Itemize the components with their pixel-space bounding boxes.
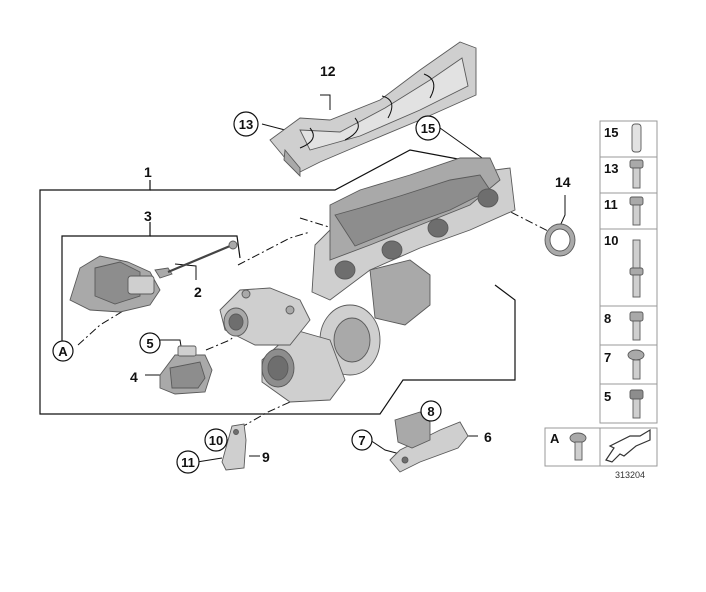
label-1: 1 [144,164,152,180]
wastegate-actuator-part[interactable] [69,255,173,313]
legend-label-7: 7 [604,350,611,365]
legend-label-15: 15 [604,125,618,140]
heat-shield-part[interactable] [269,41,477,178]
legend-label-8: 8 [604,311,611,326]
label-9: 9 [262,449,270,465]
fastener-legend: 15 13 11 10 8 7 5 [544,120,658,480]
label-3: 3 [144,208,152,224]
label-a-marker: A [58,344,68,359]
legend-label-a: A [550,431,560,446]
exhaust-manifold-turbocharger-part[interactable] [219,157,516,403]
direction-arrow-icon [605,428,651,463]
flange-screw-13-icon [629,159,644,189]
label-10-circle: 10 [209,433,223,448]
label-7-circle: 7 [358,433,365,448]
diagram-number: 313204 [615,470,645,480]
label-11-circle: 11 [181,455,195,470]
legend-label-5: 5 [604,389,611,404]
hex-screw-5-icon [629,389,644,419]
label-13-circle: 13 [239,117,253,132]
legend-label-13: 13 [604,161,618,176]
support-bracket-part[interactable] [389,411,469,473]
gasket-ring-part[interactable] [544,223,576,257]
label-5-circle: 5 [146,336,153,351]
actuator-rod-part[interactable] [167,240,238,274]
label-12: 12 [320,63,336,79]
label-15-circle: 15 [421,121,435,136]
stud-bolt-15-icon [631,123,642,153]
hex-bolt-11-icon [629,196,644,226]
torx-bolt-7-icon [627,349,645,380]
small-bracket-part[interactable] [221,423,247,471]
label-6: 6 [484,429,492,445]
electric-actuator-part[interactable] [159,345,213,395]
legend-label-11: 11 [604,197,618,212]
label-4: 4 [130,369,138,385]
label-8-circle: 8 [427,404,434,419]
legend-label-10: 10 [604,233,618,248]
label-14: 14 [555,174,571,190]
stud-10-icon [629,239,644,298]
callout-labels: 1 2 3 4 6 9 12 14 A 5 7 8 10 11 13 15 [52,63,571,474]
socket-screw-8-icon [629,311,644,341]
pan-head-screw-icon [569,432,587,461]
label-2: 2 [194,284,202,300]
